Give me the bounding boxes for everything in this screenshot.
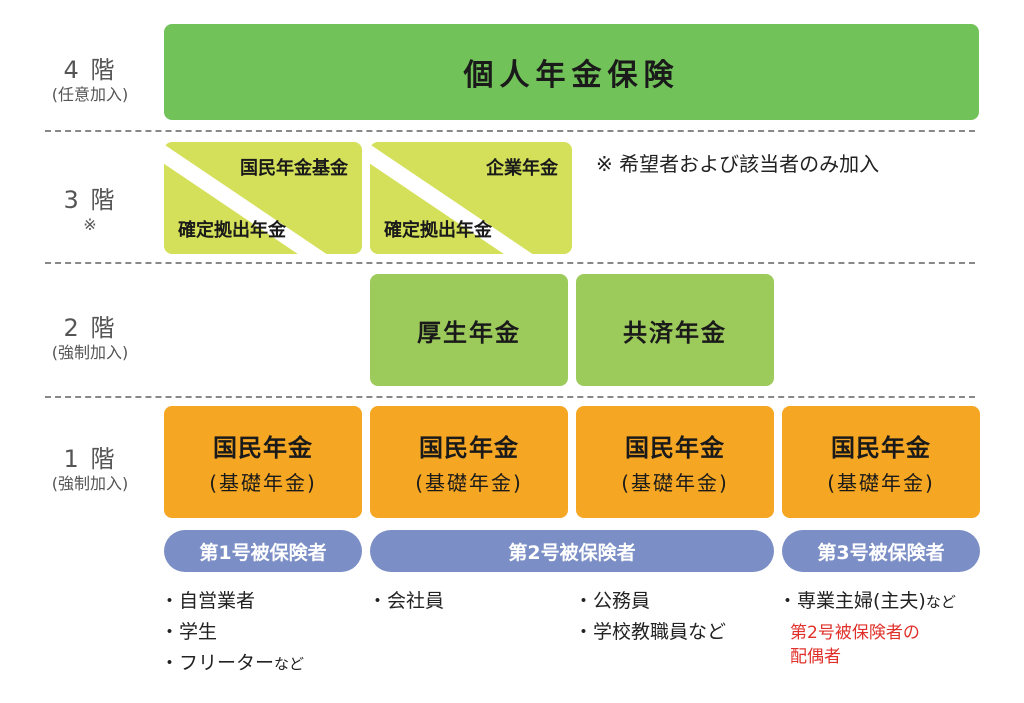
list-item: ・会社員	[368, 590, 445, 612]
floor-2-sub: (強制加入)	[51, 342, 129, 362]
national-pension-box-3: 国民年金 (基礎年金)	[576, 406, 774, 518]
basic-pension-sub: (基礎年金)	[827, 471, 935, 495]
divider-3-2	[45, 262, 975, 264]
floor-2-number: 2 階	[63, 314, 117, 342]
type-2b-list: ・公務員 ・学校教職員など	[574, 586, 726, 648]
corporate-pension-box: 企業年金 確定拠出年金	[370, 142, 572, 254]
mutual-aid-pension-label: 共済年金	[623, 318, 727, 347]
private-pension-insurance-title: 個人年金保険	[463, 58, 680, 93]
insured-type-3-pill: 第3号被保険者	[782, 530, 980, 572]
national-pension-box-4: 国民年金 (基礎年金)	[782, 406, 980, 518]
list-item: ・学生	[160, 621, 218, 643]
list-item: ・公務員	[574, 590, 651, 612]
list-item: ・フリーターなど	[160, 648, 304, 680]
national-pension-title: 国民年金	[419, 434, 519, 462]
defined-contribution-label-2: 確定拠出年金	[384, 220, 492, 241]
list-item: ・専業主婦(主夫)など	[778, 586, 956, 618]
mutual-aid-pension-box: 共済年金	[576, 274, 774, 386]
spouse-note-line-2: 配偶者	[790, 647, 841, 667]
list-item-text: ・フリーター	[160, 652, 275, 674]
national-pension-box-2: 国民年金 (基礎年金)	[370, 406, 568, 518]
insured-type-2-label: 第2号被保険者	[508, 541, 636, 564]
insured-type-2-pill: 第2号被保険者	[370, 530, 774, 572]
insured-type-1-label: 第1号被保険者	[199, 541, 327, 564]
list-item-suffix: など	[274, 655, 305, 673]
basic-pension-sub: (基礎年金)	[621, 471, 729, 495]
national-pension-fund-label: 国民年金基金	[240, 158, 348, 179]
private-pension-insurance-box: 個人年金保険	[164, 24, 979, 120]
defined-contribution-label-1: 確定拠出年金	[178, 220, 286, 241]
floor-1-sub: (強制加入)	[51, 473, 129, 493]
floor-3-sub: ※	[83, 214, 97, 234]
national-pension-title: 国民年金	[213, 434, 313, 462]
insured-type-3-label: 第3号被保険者	[817, 541, 945, 564]
list-item: ・学校教職員など	[574, 621, 727, 643]
basic-pension-sub: (基礎年金)	[209, 471, 317, 495]
floor-2-label: 2 階 (強制加入)	[30, 314, 150, 364]
floor-3-label: 3 階 ※	[30, 186, 150, 236]
basic-pension-sub: (基礎年金)	[415, 471, 523, 495]
floor-3-number: 3 階	[63, 186, 117, 214]
list-item: ・自営業者	[160, 590, 256, 612]
employee-pension-box: 厚生年金	[370, 274, 568, 386]
floor-4-sub: (任意加入)	[51, 84, 129, 104]
insured-type-1-pill: 第1号被保険者	[164, 530, 362, 572]
national-pension-fund-box: 国民年金基金 確定拠出年金	[164, 142, 362, 254]
floor-3-note: ※ 希望者および該当者のみ加入	[596, 152, 880, 176]
type-1-list: ・自営業者 ・学生 ・フリーターなど	[160, 586, 304, 680]
floor-1-number: 1 階	[63, 445, 117, 473]
floor-1-label: 1 階 (強制加入)	[30, 445, 150, 495]
national-pension-title: 国民年金	[831, 434, 931, 462]
floor-4-number: 4 階	[63, 56, 117, 84]
list-item-suffix: など	[925, 593, 956, 611]
divider-4-3	[45, 130, 975, 132]
list-item-text: ・専業主婦(主夫)	[778, 590, 926, 612]
employee-pension-label: 厚生年金	[417, 318, 521, 347]
national-pension-title: 国民年金	[625, 434, 725, 462]
divider-2-1	[45, 396, 975, 398]
floor-4-label: 4 階 (任意加入)	[30, 56, 150, 106]
corporate-pension-label: 企業年金	[486, 158, 558, 179]
type-2a-list: ・会社員	[368, 586, 444, 617]
national-pension-box-1: 国民年金 (基礎年金)	[164, 406, 362, 518]
spouse-note-line-1: 第2号被保険者の	[790, 623, 920, 643]
type-3-list: ・専業主婦(主夫)など 第2号被保険者の 配偶者	[778, 586, 956, 669]
